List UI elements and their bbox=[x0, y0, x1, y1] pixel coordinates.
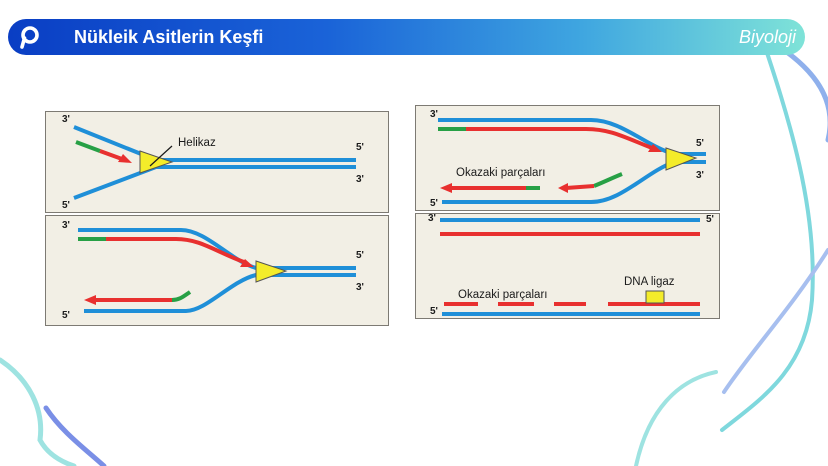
deco-curve-right-teal bbox=[720, 24, 815, 432]
panel-dna-ligase: 3' 5' 5' Okazaki parçaları DNA ligaz bbox=[415, 213, 720, 319]
helicase-shape bbox=[139, 150, 174, 174]
rna-primer bbox=[75, 140, 101, 153]
deco-curve-bottom-teal bbox=[634, 370, 718, 466]
arrowhead-leading bbox=[240, 259, 254, 267]
label-5prime-bottom: 5' bbox=[62, 200, 70, 211]
new-strand-leading bbox=[466, 127, 653, 150]
deco-curve-left-teal bbox=[0, 357, 77, 466]
label-okazaki: Okazaki parçaları bbox=[456, 167, 546, 179]
deco-curve-left-blue bbox=[43, 405, 107, 466]
label-5prime-bottom: 5' bbox=[430, 198, 438, 209]
new-strand-leading bbox=[99, 149, 123, 161]
p-logo-icon bbox=[20, 26, 39, 49]
label-3prime-top: 3' bbox=[430, 109, 438, 120]
label-helikaz: Helikaz bbox=[178, 137, 216, 149]
template-strand-bottom bbox=[84, 273, 356, 313]
rna-primer-lagging bbox=[171, 290, 192, 302]
label-3prime-top: 3' bbox=[62, 220, 70, 231]
template-strand-bottom bbox=[73, 165, 356, 200]
label-5prime-right: 5' bbox=[706, 214, 714, 225]
dna-ligase-shape bbox=[645, 290, 665, 304]
label-5prime-right: 5' bbox=[696, 138, 704, 149]
label-dna-ligaz: DNA ligaz bbox=[624, 276, 675, 288]
label-5prime-bottom: 5' bbox=[62, 310, 70, 321]
helicase-shape bbox=[255, 260, 288, 283]
label-5prime-right: 5' bbox=[356, 142, 364, 153]
label-3prime-right: 3' bbox=[356, 174, 364, 185]
arrowhead-leading bbox=[648, 144, 662, 152]
new-strand-leading bbox=[106, 237, 245, 264]
helicase-shape bbox=[665, 147, 698, 171]
label-3prime-top: 3' bbox=[62, 114, 70, 125]
rna-primer-fragment-2 bbox=[593, 172, 623, 188]
panel-okazaki-fragments: 3' 5' 5' 3' Okazaki parçaları bbox=[415, 105, 720, 211]
arrowhead-lagging bbox=[84, 295, 96, 305]
subject-label: Biyoloji bbox=[738, 27, 796, 47]
label-5prime-right: 5' bbox=[356, 250, 364, 261]
page-title: Nükleik Asitlerin Keşfi bbox=[74, 27, 264, 47]
okazaki-fragment-2 bbox=[565, 184, 595, 190]
arrowhead bbox=[118, 154, 132, 163]
arrowhead-fragment-1 bbox=[440, 183, 452, 193]
panel-helicase: 3' 5' 5' 3' Helikaz bbox=[45, 111, 389, 213]
deco-curve-right-lower-blue bbox=[722, 248, 828, 394]
arrowhead-fragment-2 bbox=[558, 183, 568, 193]
label-3prime-right: 3' bbox=[696, 170, 704, 181]
template-strand-top bbox=[78, 228, 356, 270]
label-5prime-bottom: 5' bbox=[430, 306, 438, 317]
helicase-pointer bbox=[149, 145, 173, 167]
label-3prime-right: 3' bbox=[356, 282, 364, 293]
header-bar bbox=[8, 19, 805, 55]
panel-replication-fork: 3' 5' 5' 3' bbox=[45, 215, 389, 326]
label-3prime-top: 3' bbox=[428, 213, 436, 224]
label-okazaki: Okazaki parçaları bbox=[458, 289, 548, 301]
